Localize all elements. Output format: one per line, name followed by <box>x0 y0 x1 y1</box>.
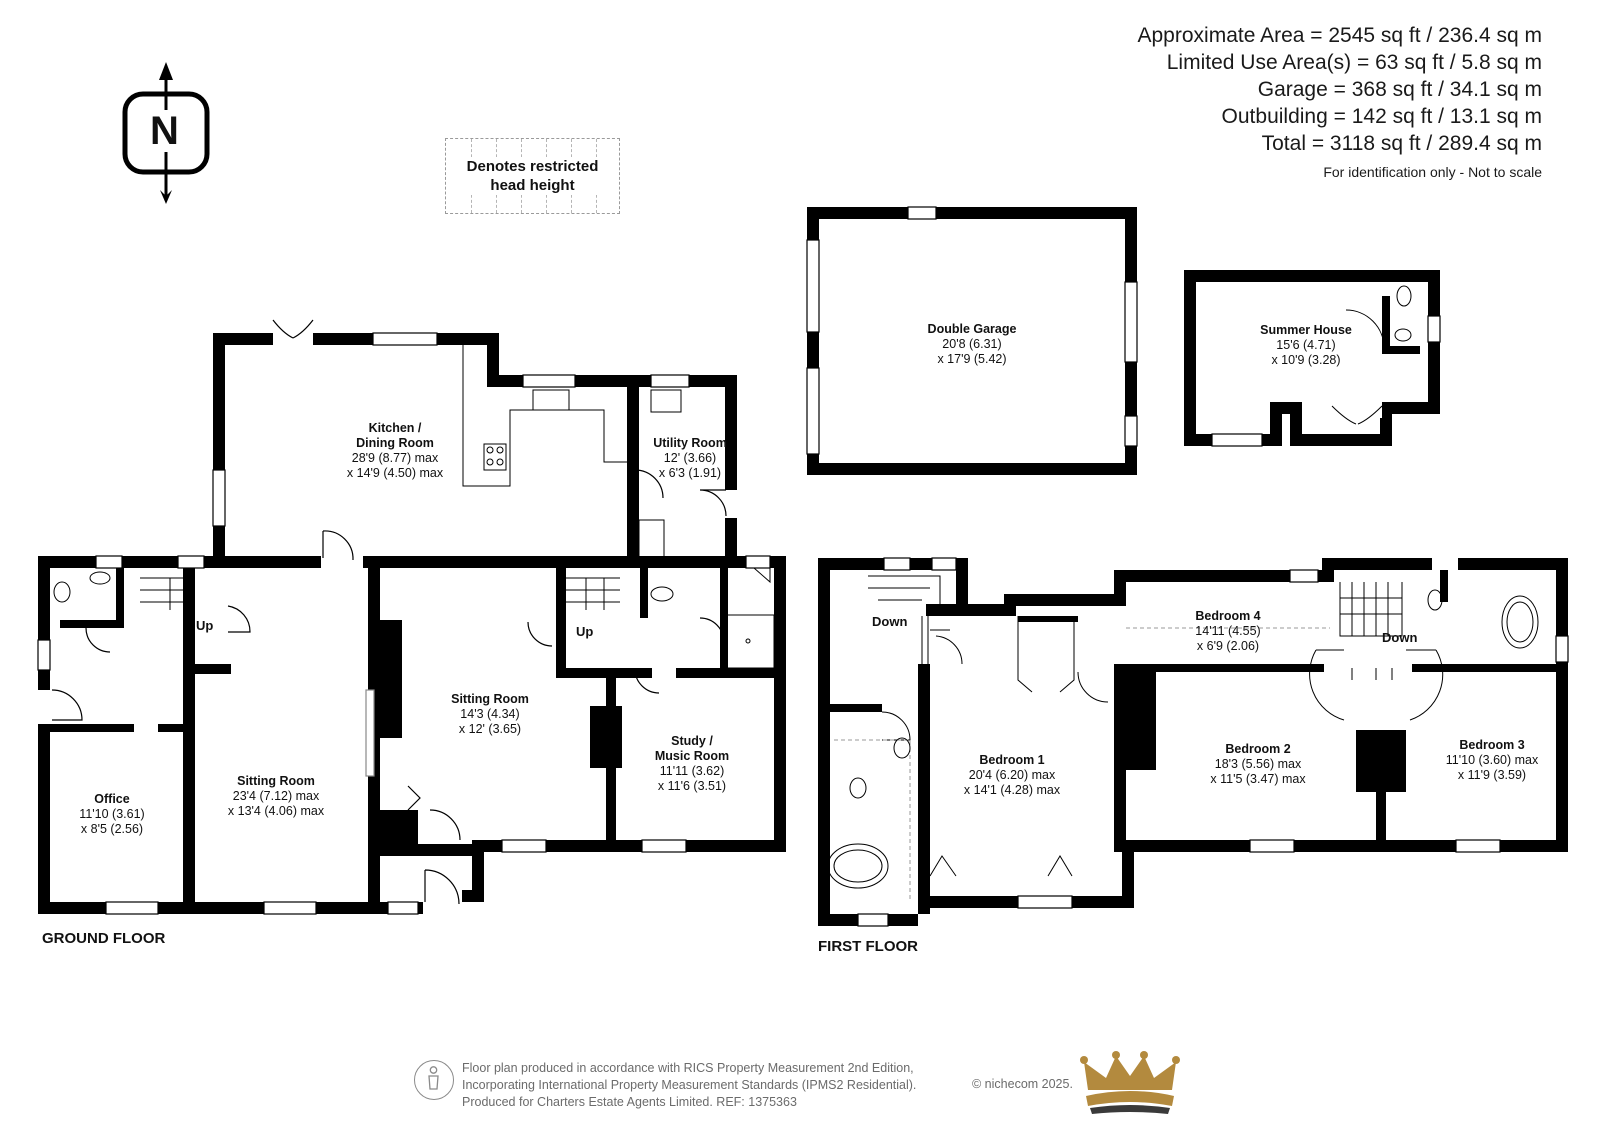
legend-line-1: Denotes restricted <box>446 157 619 176</box>
footer-line-1: Floor plan produced in accordance with R… <box>462 1061 914 1075</box>
stair-up-label: Up <box>196 618 214 633</box>
first-floor-windows <box>857 557 1569 927</box>
restricted-height-legend: Denotes restricted head height <box>445 138 620 214</box>
crown-logo-icon <box>1080 1051 1180 1114</box>
room-bedroom-4: Bedroom 4 14'11 (4.55)x 6'9 (2.06) <box>1195 609 1261 653</box>
room-office: Office 11'10 (3.61)x 8'5 (2.56) <box>79 792 145 836</box>
ground-floor-doors <box>36 319 739 916</box>
room-utility: Utility Room 12' (3.66)x 6'3 (1.91) <box>653 436 727 480</box>
outbuilding-area: Outbuilding = 142 sq ft / 13.1 sq m <box>1221 105 1542 128</box>
first-floor-label: FIRST FLOOR <box>818 938 918 955</box>
limited-use-area: Limited Use Area(s) = 63 sq ft / 5.8 sq … <box>1166 51 1542 74</box>
scale-note: For identification only - Not to scale <box>1323 164 1542 180</box>
footer-line-2: Incorporating International Property Mea… <box>462 1078 917 1092</box>
area-summary: Approximate Area = 2545 sq ft / 236.4 sq… <box>1138 22 1543 181</box>
approx-area: Approximate Area = 2545 sq ft / 236.4 sq… <box>1137 24 1543 47</box>
stair-up-label: Up <box>576 624 594 639</box>
legend-line-2: head height <box>446 176 619 195</box>
summer-house-walls <box>1184 270 1441 447</box>
ground-floor-windows <box>37 332 771 915</box>
total-area: Total = 3118 sq ft / 289.4 sq m <box>1261 132 1542 155</box>
person-icon <box>414 1060 454 1100</box>
footer-notes: Floor plan produced in accordance with R… <box>462 1060 916 1111</box>
ground-floor-fixtures <box>53 345 775 669</box>
ground-floor-label: GROUND FLOOR <box>42 930 166 947</box>
room-study-music: Study /Music Room 11'11 (3.62)x 11'6 (3.… <box>654 734 730 793</box>
compass-letter: N <box>148 109 181 153</box>
first-floor-fixtures <box>827 575 1539 900</box>
stair-down-label: Down <box>872 614 908 629</box>
garage-area: Garage = 368 sq ft / 34.1 sq m <box>1257 78 1542 101</box>
room-double-garage: Double Garage 20'8 (6.31)x 17'9 (5.42) <box>927 322 1017 366</box>
copyright-text: © nichecom 2025. <box>972 1077 1073 1091</box>
room-summer-house: Summer House 15'6 (4.71)x 10'9 (3.28) <box>1260 323 1352 367</box>
room-sitting-2: Sitting Room 14'3 (4.34)x 12' (3.65) <box>451 692 529 736</box>
garage-walls <box>806 206 1138 475</box>
footer-line-3: Produced for Charters Estate Agents Limi… <box>462 1095 797 1109</box>
stair-down-label: Down <box>1382 630 1418 645</box>
